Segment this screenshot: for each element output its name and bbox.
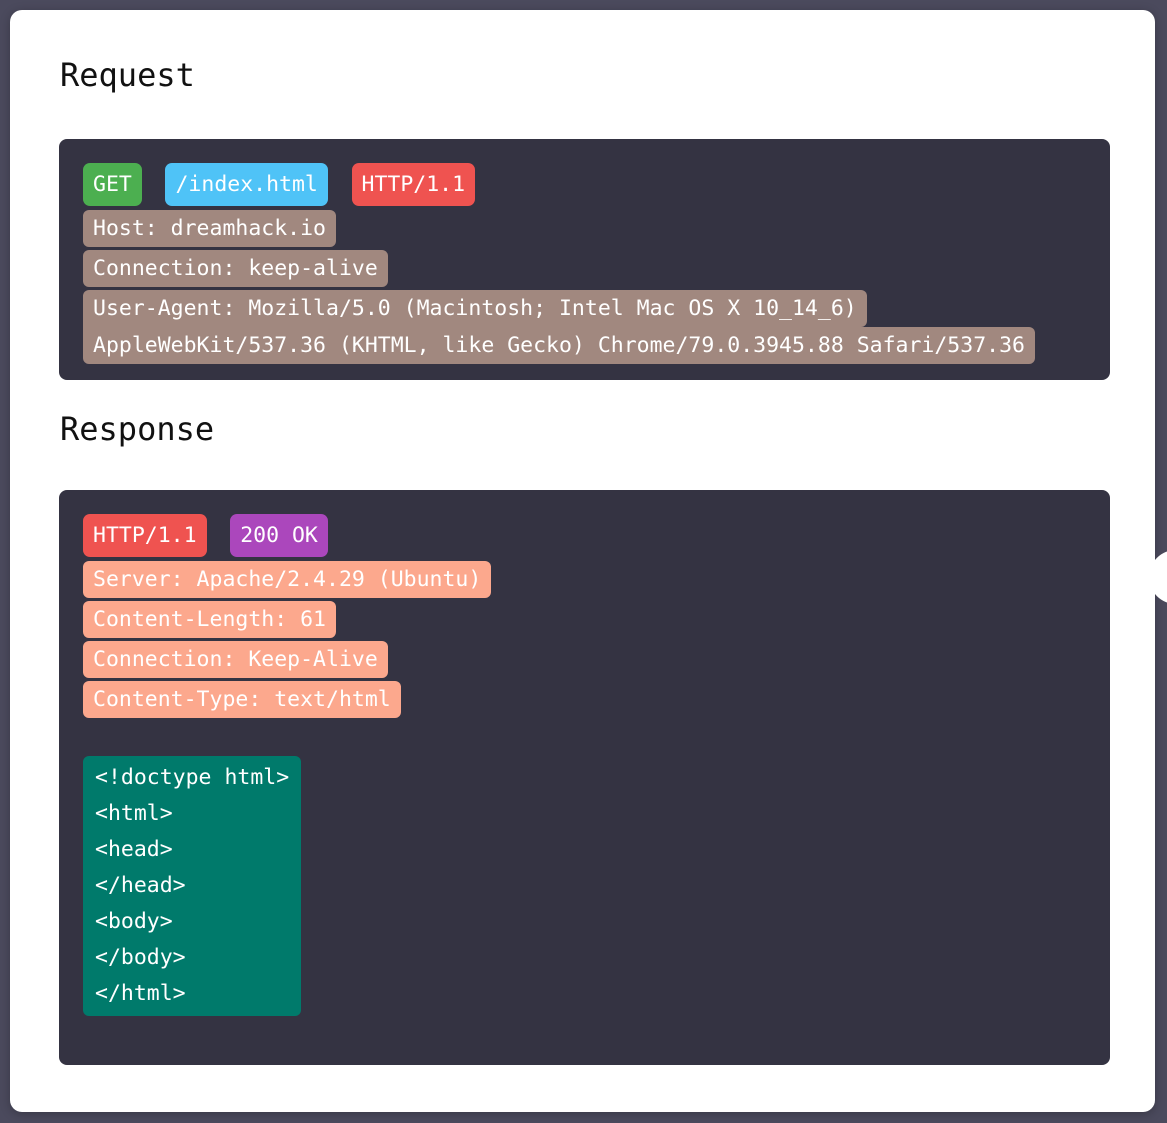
response-status-badge: 200 OK [230,514,328,557]
next-page-button[interactable] [1149,550,1167,604]
code-line: <head> [95,837,173,862]
code-line: </body> [95,945,186,970]
response-header-connection: Connection: Keep-Alive [83,641,388,678]
request-header-user-agent-line-1: User-Agent: Mozilla/5.0 (Macintosh; Inte… [83,290,867,327]
response-panel: HTTP/1.1 200 OK Server: Apache/2.4.29 (U… [59,490,1110,1065]
response-header-content-type: Content-Type: text/html [83,681,401,718]
response-version-badge: HTTP/1.1 [83,514,207,557]
request-heading: Request [60,56,195,94]
response-body-code-block: <!doctype html> <html> <head> </head> <b… [83,756,302,1016]
code-line: </head> [95,873,186,898]
request-version-badge: HTTP/1.1 [351,163,476,206]
response-status-line: HTTP/1.1 200 OK [83,514,1086,557]
request-path-badge: /index.html [165,163,328,206]
request-panel: GET /index.html HTTP/1.1 Host: dreamhack… [59,139,1110,380]
request-header-connection: Connection: keep-alive [83,250,388,287]
code-line: <html> [95,801,173,826]
response-header-server: Server: Apache/2.4.29 (Ubuntu) [83,561,492,598]
request-header-user-agent-line-2: AppleWebKit/537.36 (KHTML, like Gecko) C… [83,327,1035,364]
response-header-content-length: Content-Length: 61 [83,601,336,638]
request-start-line: GET /index.html HTTP/1.1 [83,163,1086,206]
response-heading: Response [60,410,215,448]
code-line: <body> [95,909,173,934]
request-method-badge: GET [83,163,142,206]
code-line: </html> [95,981,186,1006]
code-line: <!doctype html> [95,765,290,790]
content-card: Request GET /index.html HTTP/1.1 Host: d… [10,10,1155,1112]
request-header-host: Host: dreamhack.io [83,210,336,247]
